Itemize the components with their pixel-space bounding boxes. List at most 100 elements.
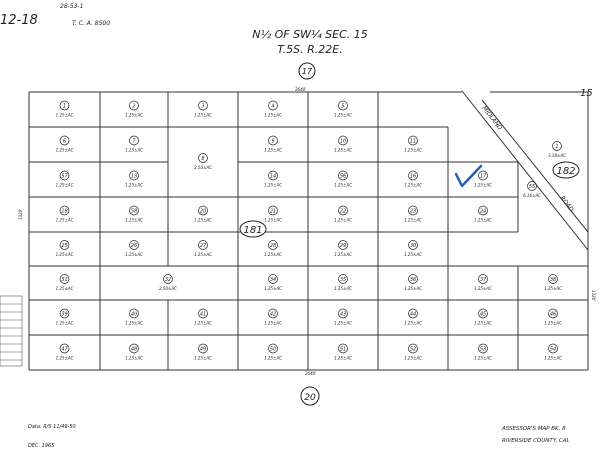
- parcel-22[interactable]: 221.25±AC: [334, 205, 352, 223]
- parcel-11[interactable]: 111.25±AC: [404, 135, 422, 153]
- parcel-6[interactable]: 61.25±AC: [56, 135, 74, 153]
- parcel-48[interactable]: 481.25±AC: [125, 343, 143, 361]
- parcel-acreage: 1.25±AC: [474, 218, 492, 223]
- parcel-number: 10: [340, 139, 346, 145]
- dim-right: 1320': [591, 290, 596, 301]
- parcel-acreage: 1.25±AC: [264, 183, 282, 188]
- parcel-21[interactable]: 211.25±AC: [264, 205, 282, 223]
- parcel-13[interactable]: 131.25±AC: [125, 170, 143, 188]
- parcel-28[interactable]: 281.25±AC: [264, 240, 282, 258]
- parcel-38[interactable]: 381.25±AC: [544, 274, 562, 292]
- parcel-number-circle: [129, 170, 139, 181]
- parcel-37[interactable]: 371.25±AC: [474, 274, 492, 292]
- parcel-1[interactable]: 13.38±AC: [548, 141, 566, 159]
- parcel-acreage: 1.25±AC: [404, 218, 422, 223]
- parcel-acreage: 1.25±AC: [404, 252, 422, 257]
- parcel-number: 1: [555, 144, 558, 150]
- parcel-acreage: 1.25±AC: [125, 252, 143, 257]
- parcel-29[interactable]: 291.25±AC: [334, 240, 352, 258]
- parcel-number: 41: [200, 312, 206, 318]
- parcel-47[interactable]: 471.25±AC: [56, 343, 74, 361]
- parcel-number-circle: [268, 343, 278, 354]
- parcel-20[interactable]: 201.25±AC: [194, 205, 212, 223]
- parcel-26[interactable]: 261.25±AC: [125, 240, 143, 258]
- parcel-10[interactable]: 101.25±AC: [334, 135, 352, 153]
- parcel-2[interactable]: 21.25±AC: [125, 100, 143, 118]
- parcel-7[interactable]: 71.25±AC: [125, 135, 143, 153]
- parcel-17[interactable]: 171.25±AC: [474, 170, 492, 188]
- parcel-34[interactable]: 341.25±AC: [264, 274, 282, 292]
- parcel-acreage: 1.25±AC: [334, 321, 352, 326]
- parcel-25[interactable]: 251.25±AC: [56, 240, 74, 258]
- parcel-number: 35: [340, 277, 346, 283]
- parcel-number: 6: [63, 139, 66, 145]
- parcel-number-circle: [268, 205, 278, 216]
- parcel-30[interactable]: 301.25±AC: [404, 240, 422, 258]
- parcel-acreage: 1.25±AC: [56, 356, 74, 361]
- parcel-number-circle: [478, 343, 488, 354]
- parcel-4[interactable]: 41.25±AC: [264, 100, 282, 118]
- parcel-32[interactable]: 322.50±AC: [159, 274, 177, 292]
- parcel-52[interactable]: 521.25±AC: [404, 343, 422, 361]
- parcel-5[interactable]: 51.25±AC: [334, 100, 352, 118]
- parcel-3[interactable]: 31.25±AC: [194, 100, 212, 118]
- parcel-1[interactable]: 11.25±AC: [56, 100, 74, 118]
- parcel-number-circle: [338, 205, 348, 216]
- parcel-number: 16: [410, 174, 416, 180]
- parcel-27[interactable]: 271.25±AC: [194, 240, 212, 258]
- parcel-number-circle: [338, 170, 348, 181]
- parcel-44[interactable]: 441.25±AC: [404, 308, 422, 326]
- parcel-9[interactable]: 91.25±AC: [264, 135, 282, 153]
- parcel-number: 54: [550, 347, 556, 353]
- parcel-54[interactable]: 541.25±AC: [544, 343, 562, 361]
- parcel-39[interactable]: 391.25±AC: [56, 308, 74, 326]
- parcel-41[interactable]: 411.25±AC: [194, 308, 212, 326]
- parcel-51[interactable]: 511.25±AC: [334, 343, 352, 361]
- parcel-24[interactable]: 241.25±AC: [474, 205, 492, 223]
- parcel-number: 11: [410, 139, 416, 145]
- parcel-number-circle: [268, 274, 278, 284]
- parcel-acreage: 1.25±AC: [194, 356, 212, 361]
- block-182: 182: [556, 166, 575, 177]
- parcel-number-circle: [59, 240, 70, 250]
- parcel-53[interactable]: 531.25±AC: [474, 343, 492, 361]
- parcel-55[interactable]: 556.16±AC: [523, 181, 541, 199]
- parcel-number-circle: [408, 135, 418, 146]
- parcel-acreage: 1.25±AC: [56, 183, 74, 188]
- road-name-2: ROAD: [558, 195, 575, 213]
- parcel-18[interactable]: 181.25±AC: [56, 205, 74, 223]
- parcel-number-circle: [408, 308, 418, 319]
- parcel-number-circle: [478, 274, 488, 284]
- parcel-acreage: 1.25±AC: [544, 286, 562, 291]
- parcel-46[interactable]: 461.25±AC: [544, 308, 562, 326]
- parcel-number-circle: [163, 274, 173, 284]
- parcel-23[interactable]: 231.25±AC: [404, 205, 422, 223]
- parcel-57[interactable]: 571.25±AC: [56, 170, 74, 188]
- parcel-50[interactable]: 501.25±AC: [264, 343, 282, 361]
- parcel-36[interactable]: 361.25±AC: [404, 274, 422, 292]
- parcel-number: 44: [410, 312, 416, 318]
- parcel-number: 50: [270, 347, 276, 353]
- parcel-40[interactable]: 401.25±AC: [125, 308, 143, 326]
- parcel-acreage: 1.25±AC: [125, 148, 143, 153]
- parcel-8[interactable]: 82.50±AC: [194, 153, 212, 171]
- parcel-58[interactable]: 581.25±AC: [125, 205, 143, 223]
- parcel-16[interactable]: 161.25±AC: [404, 170, 422, 188]
- parcel-number-circle: [129, 240, 139, 250]
- parcel-56[interactable]: 561.25±AC: [334, 170, 352, 188]
- parcel-number-circle: [59, 343, 70, 354]
- parcel-number-circle: [268, 170, 278, 181]
- parcel-45[interactable]: 451.25±AC: [474, 308, 492, 326]
- parcel-number-circle: [198, 205, 208, 216]
- parcel-31[interactable]: 311.25±AC: [56, 274, 74, 292]
- parcel-35[interactable]: 351.25±AC: [334, 274, 352, 292]
- parcel-42[interactable]: 421.25±AC: [264, 308, 282, 326]
- parcel-acreage: 1.25±AC: [334, 218, 352, 223]
- parcel-number: 25: [61, 243, 67, 249]
- parcel-14[interactable]: 141.25±AC: [264, 170, 282, 188]
- parcel-49[interactable]: 491.25±AC: [194, 343, 212, 361]
- parcel-43[interactable]: 431.25±AC: [334, 308, 352, 326]
- parcel-number-circle: [59, 274, 70, 284]
- parcel-number: 3: [201, 104, 204, 110]
